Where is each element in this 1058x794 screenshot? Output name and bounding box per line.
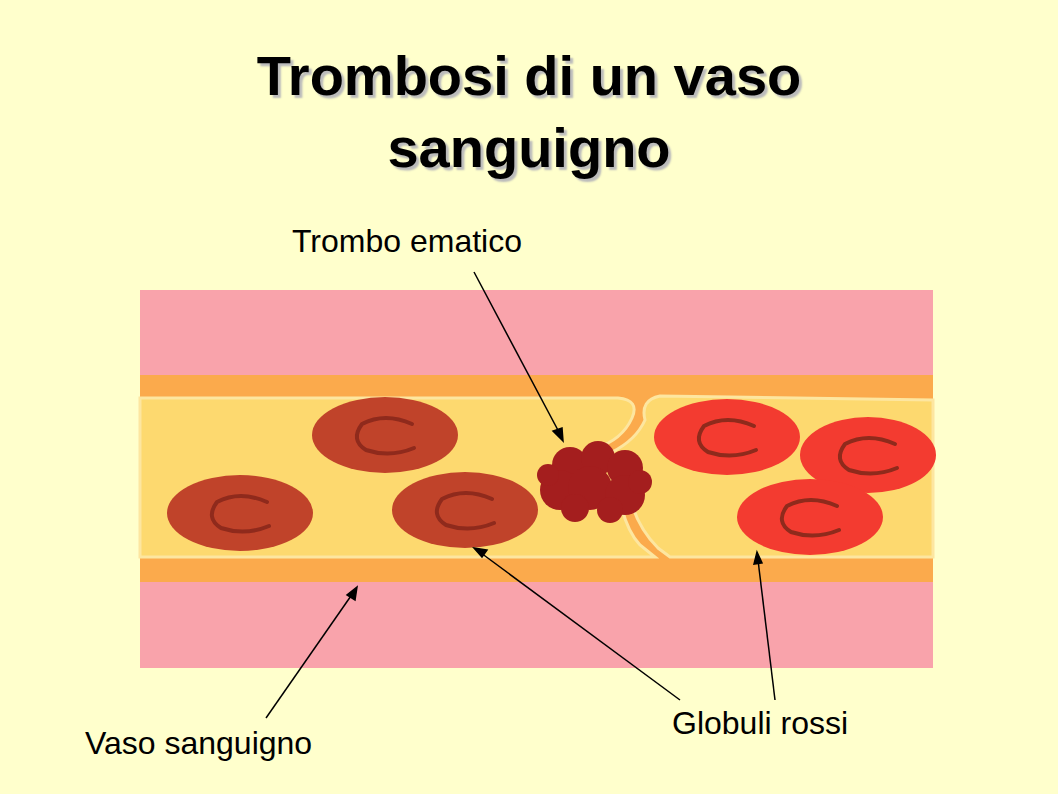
label-text: Globuli rossi <box>672 704 848 742</box>
label-text: Vaso sanguigno <box>85 724 312 762</box>
vessel-wall <box>140 375 933 582</box>
diagram-title: Trombosi di un vaso sanguigno <box>149 40 909 184</box>
vessel-tissue <box>140 290 933 668</box>
red-blood-cells-bright <box>654 399 936 555</box>
lumen-left <box>140 398 655 557</box>
label-text: Trombo ematico <box>292 222 522 260</box>
cell-marks <box>212 418 897 536</box>
red-blood-cells-dark <box>167 397 538 551</box>
leader-lines <box>266 272 775 718</box>
blood-clot <box>537 441 652 523</box>
